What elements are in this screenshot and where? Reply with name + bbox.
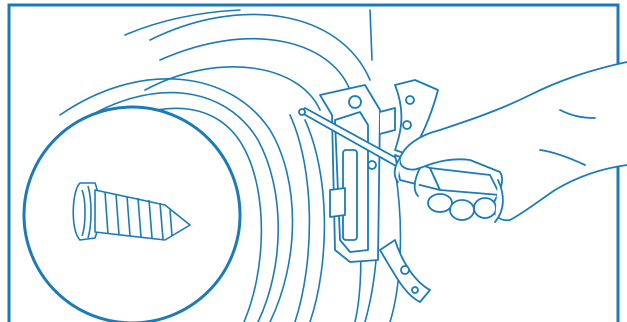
door-hinge: [320, 85, 395, 262]
screw-inset: [24, 107, 240, 322]
hinge-bracket-lower: [380, 240, 430, 302]
